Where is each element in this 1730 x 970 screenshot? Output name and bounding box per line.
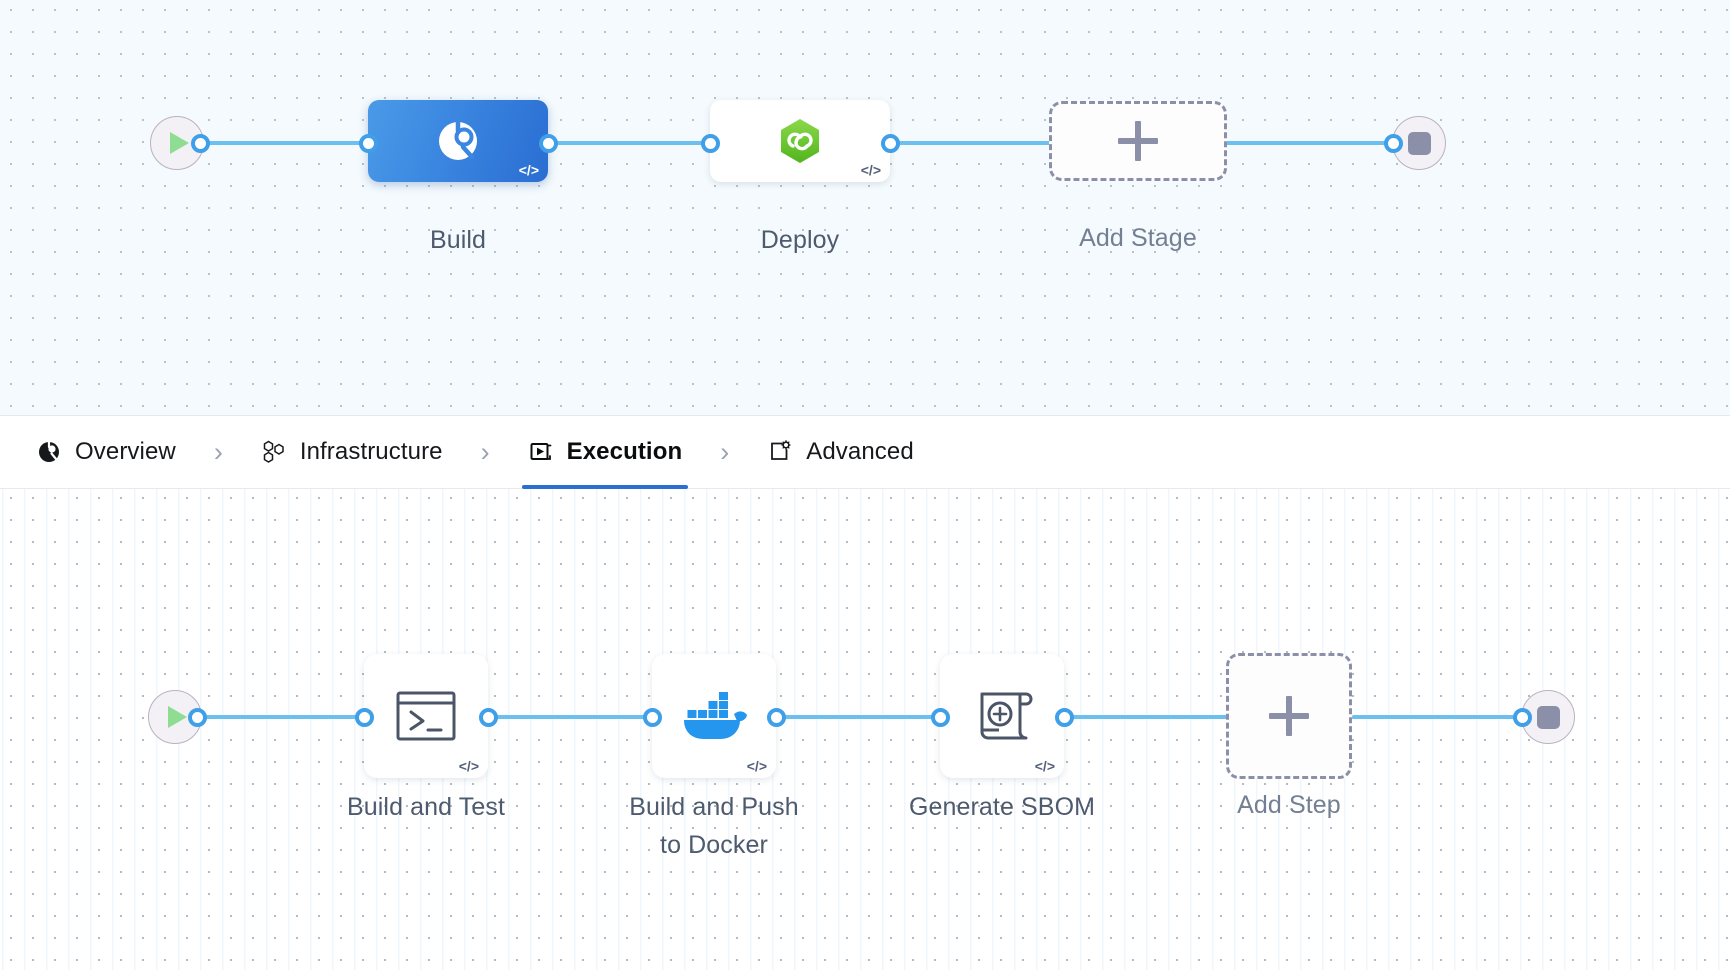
docker-whale-icon (684, 692, 747, 739)
port-build-in[interactable] (359, 134, 378, 153)
port-buildtest-in[interactable] (355, 708, 374, 727)
sbom-scroll-icon (980, 692, 1033, 740)
port-start-out[interactable] (191, 134, 210, 153)
stage-node-build[interactable]: </> (368, 100, 548, 182)
code-badge[interactable]: </> (746, 758, 767, 774)
tab-execution-label: Execution (566, 438, 683, 465)
harness-cd-icon (781, 119, 819, 163)
execution-play-icon (528, 439, 554, 465)
port-buildtest-out[interactable] (479, 708, 498, 727)
plus-icon (1118, 121, 1158, 161)
port-docker-out[interactable] (767, 708, 786, 727)
edge-buildtest-to-docker (482, 715, 662, 719)
port-deploy-out[interactable] (881, 134, 900, 153)
stop-icon (1407, 131, 1431, 155)
plus-icon (1269, 696, 1309, 736)
terminal-icon (396, 691, 456, 741)
tab-advanced[interactable]: Advanced (761, 415, 920, 489)
port-sbom-out[interactable] (1055, 708, 1074, 727)
tab-infrastructure[interactable]: Infrastructure (255, 415, 449, 489)
edge-docker-to-sbom (770, 715, 950, 719)
step-label-generate-sbom: Generate SBOM (908, 793, 1096, 821)
add-stage-button[interactable] (1049, 101, 1227, 181)
port-build-out[interactable] (539, 134, 558, 153)
edge-addstage-to-end (1222, 141, 1402, 145)
hexagons-icon (261, 439, 287, 465)
stage-label-deploy: Deploy (760, 226, 840, 254)
add-step-label: Add Step (1237, 791, 1341, 819)
stage-config-tabs: Overview › Infrastructure › (0, 415, 1730, 489)
step-label-build-and-test: Build and Test (347, 793, 505, 821)
harness-ci-icon (439, 117, 477, 160)
play-icon (168, 706, 187, 728)
pipeline-stages-canvas[interactable]: </> Build </> Deploy (0, 0, 1730, 415)
port-deploy-in[interactable] (701, 134, 720, 153)
edge-start-to-build (195, 141, 375, 145)
step-label-build-and-push: Build and Push to Docker (629, 793, 799, 859)
step-node-build-and-push-to-docker[interactable]: </> (652, 654, 776, 778)
tab-execution[interactable]: Execution (521, 415, 689, 489)
execution-steps-canvas[interactable]: </> Build and Test </> (0, 489, 1730, 970)
port-exec-start-out[interactable] (188, 708, 207, 727)
step-node-build-and-test[interactable]: </> (364, 654, 488, 778)
code-badge[interactable]: </> (458, 758, 479, 774)
tab-separator-icon: › (213, 436, 223, 467)
stage-label-build: Build (429, 226, 487, 254)
play-icon (170, 132, 189, 154)
tab-separator-icon: › (480, 436, 490, 467)
tab-infrastructure-label: Infrastructure (299, 438, 443, 465)
add-step-button[interactable] (1226, 653, 1352, 779)
tab-underline-active (521, 485, 689, 489)
tab-advanced-label: Advanced (806, 438, 914, 465)
edge-start-to-buildtest (192, 715, 372, 719)
tab-separator-icon: › (720, 436, 730, 467)
step-node-generate-sbom[interactable]: </> (940, 654, 1064, 778)
code-badge[interactable]: </> (518, 162, 539, 178)
tab-overview-label: Overview (75, 438, 176, 465)
stop-icon (1536, 705, 1560, 729)
port-end-in[interactable] (1384, 134, 1403, 153)
add-stage-label: Add Stage (1079, 224, 1197, 252)
edge-deploy-to-addstage (884, 141, 1064, 145)
edge-addstep-to-end (1352, 715, 1532, 719)
advanced-gear-icon (767, 439, 793, 465)
overview-pie-icon (36, 439, 62, 465)
port-sbom-in[interactable] (931, 708, 950, 727)
code-badge[interactable]: </> (860, 162, 881, 178)
stage-node-deploy[interactable]: </> (710, 100, 890, 182)
tab-overview[interactable]: Overview (30, 415, 182, 489)
edge-build-to-deploy (546, 141, 721, 145)
port-exec-end-in[interactable] (1513, 708, 1532, 727)
code-badge[interactable]: </> (1034, 758, 1055, 774)
edge-sbom-to-addstep (1058, 715, 1228, 719)
port-docker-in[interactable] (643, 708, 662, 727)
